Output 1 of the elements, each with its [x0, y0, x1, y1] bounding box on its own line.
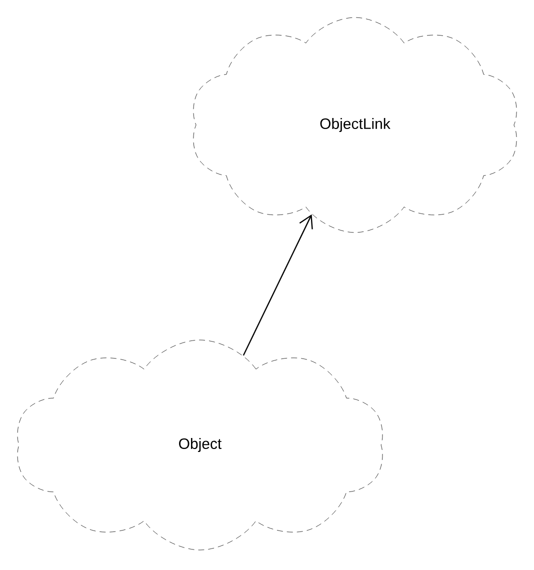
arrow [242, 214, 313, 356]
